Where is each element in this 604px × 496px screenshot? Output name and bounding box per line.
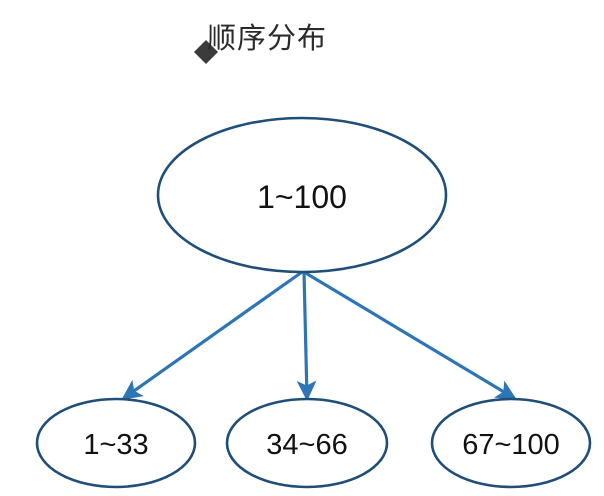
slide-heading: 顺序分布: [193, 21, 328, 64]
edge-root-to-child-2[interactable]: [296, 271, 317, 402]
node-root[interactable]: 1~100: [156, 116, 448, 274]
node-child-3-ellipse[interactable]: [430, 397, 592, 489]
node-child-2[interactable]: 34~66: [225, 397, 389, 489]
page-title: 顺序分布: [207, 21, 328, 55]
edge-group: [121, 270, 517, 402]
node-child-2-label: 34~66: [266, 429, 347, 461]
node-child-3-label: 67~100: [462, 429, 560, 461]
node-child-3[interactable]: 67~100: [430, 397, 592, 489]
node-root-label: 1~100: [257, 179, 347, 215]
node-root-ellipse[interactable]: [156, 116, 448, 274]
node-child-1[interactable]: 1~33: [35, 397, 197, 489]
edge-root-to-child-3[interactable]: [303, 270, 517, 400]
node-child-1-label: 1~33: [83, 429, 148, 461]
node-child-1-ellipse[interactable]: [35, 397, 197, 489]
edge-root-to-child-1[interactable]: [121, 270, 303, 400]
node-child-2-ellipse[interactable]: [225, 397, 389, 489]
